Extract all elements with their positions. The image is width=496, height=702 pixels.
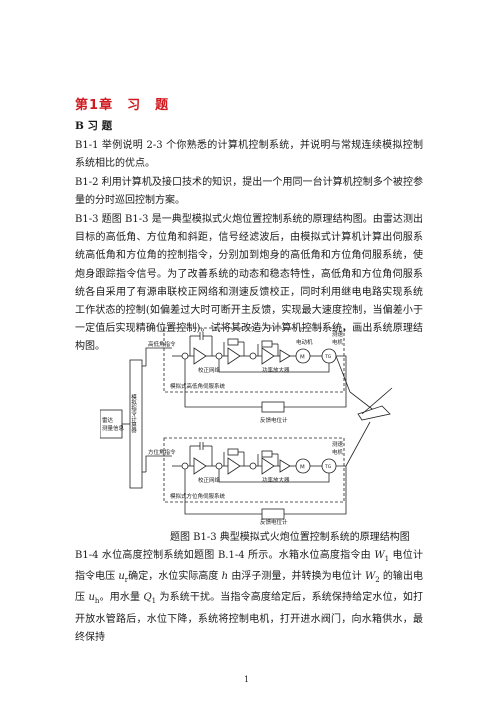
problem-text: 利用计算机及接口技术的知识，提出一个用同一台计算机控制多个被控参量的分时巡回控制… bbox=[75, 177, 423, 207]
problem-b1-2: B1-2 利用计算机及接口技术的知识，提出一个用同一台计算机控制多个被控参量的分… bbox=[75, 174, 423, 210]
problem-b1-1: B1-1 举例说明 2-3 个你熟悉的计算机控制系统，并说明与常规连续模拟控制系… bbox=[75, 137, 423, 173]
radar-box bbox=[100, 409, 123, 439]
computer-label: 模拟指令计算器 bbox=[130, 393, 137, 434]
tacho-label-azim: 测速 bbox=[332, 440, 344, 448]
gun-icon bbox=[357, 405, 391, 421]
problem-b1-3: B1-3 题图 B1-3 是一典型模拟式火炮位置控制系统的原理结构图。由雷达测出… bbox=[75, 211, 423, 357]
motor-symbol-elev: M bbox=[300, 355, 305, 361]
correction-network-azim bbox=[193, 457, 207, 475]
problem-id: B1-3 bbox=[75, 214, 99, 225]
elev-servo-box bbox=[163, 327, 345, 393]
azim-command-label: 方位角指令 bbox=[148, 448, 176, 456]
feedback-pot-label-elev: 反馈电位计 bbox=[260, 416, 288, 424]
correction-network-elev bbox=[193, 347, 207, 365]
block-diagram: 雷达 测量信息 模拟指令计算器 高低角指令 方位角指令 校正网络 校正网络 功率… bbox=[100, 327, 393, 525]
problem-id: B1-1 bbox=[75, 140, 99, 151]
azim-servo-label: 模拟式方位角伺服系统 bbox=[170, 492, 226, 500]
power-amp-azim bbox=[261, 457, 275, 475]
feedback-pot-label-azim: 反馈电位计 bbox=[260, 518, 288, 525]
motor-symbol-azim: M bbox=[300, 465, 305, 471]
corr-net-label-azim: 校正网络 bbox=[198, 476, 221, 484]
power-amp-label-elev: 功率放大器 bbox=[262, 366, 290, 374]
problem-id: B1-2 bbox=[75, 177, 99, 188]
azim-servo-box bbox=[163, 437, 345, 503]
page-number: 1 bbox=[244, 675, 250, 684]
power-amp-label-azim: 功率放大器 bbox=[262, 476, 290, 484]
tacho-label-elev-2: 电机 bbox=[332, 338, 344, 346]
section-title: B 习 题 bbox=[75, 120, 113, 132]
tacho-symbol-elev: TG bbox=[324, 354, 332, 360]
figure-caption: 题图 B1-3 典型模拟式火炮位置控制系统的原理结构图 bbox=[170, 532, 410, 543]
tacho-label-azim-2: 电机 bbox=[332, 448, 344, 456]
elev-servo-label: 模拟式高低角伺服系统 bbox=[170, 382, 226, 390]
problem-text: 举例说明 2-3 个你熟悉的计算机控制系统，并说明与常规连续模拟控制系统相比的优… bbox=[75, 140, 423, 170]
problem-text: 题图 B1-3 是一典型模拟式火炮位置控制系统的原理结构图。由雷达测出目标的高低… bbox=[75, 214, 423, 353]
tacho-symbol-azim: TG bbox=[324, 464, 332, 470]
radar-label-2: 测量信息 bbox=[102, 424, 125, 432]
tacho-label-elev: 测速 bbox=[332, 330, 344, 338]
computer-box bbox=[129, 359, 143, 489]
problem-b1-4: B1-4 水位高度控制系统如题图 B.1-4 所示。水箱水位高度指令由 W1 电… bbox=[75, 550, 423, 643]
elev-command-label: 高低角指令 bbox=[148, 340, 176, 348]
chapter-title: 第1章习题 bbox=[75, 98, 170, 113]
radar-label: 雷达 bbox=[102, 416, 114, 424]
power-amp-elev bbox=[261, 347, 275, 365]
corr-net-label-elev: 校正网络 bbox=[198, 366, 221, 374]
motor-label: 电动机 bbox=[296, 338, 313, 346]
